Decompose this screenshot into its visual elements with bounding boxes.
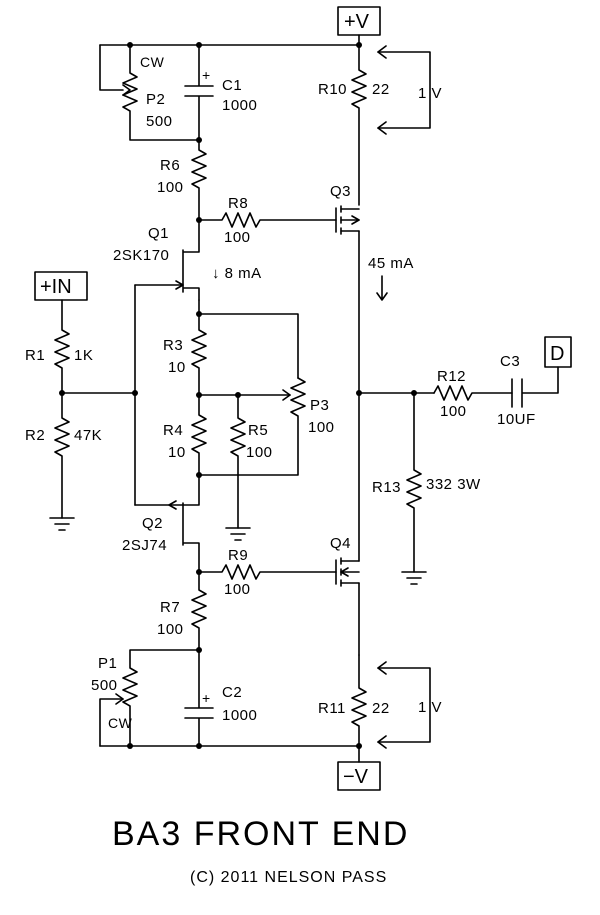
r11-resistor: R11 22 xyxy=(318,654,390,763)
r8-ref: R8 xyxy=(228,195,248,212)
r13-value: 332 3W xyxy=(426,476,481,493)
q1-jfet: Q1 2SK170 xyxy=(113,219,200,301)
r13-resistor: R13 332 3W xyxy=(372,392,481,573)
r4-value: 10 xyxy=(168,444,186,461)
terminal-input-label: +IN xyxy=(40,276,72,298)
ground-r13 xyxy=(401,571,427,585)
terminal-input: +IN xyxy=(34,271,88,301)
voltage-bracket-bottom: 1 V xyxy=(377,661,442,749)
p3-value: 100 xyxy=(308,419,335,436)
c1-capacitor: + C1 1000 xyxy=(184,44,257,141)
r5-value: 100 xyxy=(246,444,273,461)
q3-mosfet: Q3 xyxy=(330,183,360,235)
r6-resistor: R6 100 xyxy=(157,139,207,221)
q1-ref: Q1 xyxy=(148,225,169,242)
q3-ref: Q3 xyxy=(330,183,351,200)
p1-value: 500 xyxy=(91,677,118,694)
r12-ref: R12 xyxy=(437,368,466,385)
r11-ref: R11 xyxy=(318,700,346,717)
r7-resistor: R7 100 xyxy=(157,571,207,651)
r6-ref: R6 xyxy=(160,157,180,174)
q2-ref: Q2 xyxy=(142,515,163,532)
r4-ref: R4 xyxy=(163,422,183,439)
c1-ref: C1 xyxy=(222,77,242,94)
c1-polarity: + xyxy=(202,67,211,83)
r10-ref: R10 xyxy=(318,81,347,98)
voltage-bracket-top: 1 V xyxy=(377,45,442,135)
p3-potentiometer: P3 100 xyxy=(198,377,335,476)
c1-value: 1000 xyxy=(222,97,257,114)
r9-value: 100 xyxy=(224,581,251,598)
r3-value: 10 xyxy=(168,359,186,376)
terminal-output: D xyxy=(544,336,572,368)
p3-ref: P3 xyxy=(310,397,329,414)
c3-ref: C3 xyxy=(500,353,520,370)
r2-ref: R2 xyxy=(25,427,45,444)
r7-ref: R7 xyxy=(160,599,180,616)
r1-value: 1K xyxy=(74,347,93,364)
r12-value: 100 xyxy=(440,403,467,420)
v-top-label: 1 V xyxy=(418,85,442,102)
r1-resistor: R1 1K xyxy=(25,299,93,394)
q1-part: 2SK170 xyxy=(113,247,169,264)
c3-value: 10UF xyxy=(497,411,536,428)
i-out-label: 45 mA xyxy=(368,255,414,272)
p2-value: 500 xyxy=(146,113,173,130)
terminal-vneg: −V xyxy=(337,761,381,791)
r10-value: 22 xyxy=(372,81,390,98)
r2-resistor: R2 47K xyxy=(25,392,102,519)
r9-ref: R9 xyxy=(228,547,248,564)
c2-value: 1000 xyxy=(222,707,257,724)
r5-resistor: R5 100 xyxy=(230,394,273,529)
terminal-vneg-label: −V xyxy=(343,766,369,788)
q2-part: 2SJ74 xyxy=(122,537,167,554)
p1-potentiometer: P1 500 CW xyxy=(91,649,200,747)
p2-potentiometer: CW P2 500 xyxy=(99,44,200,141)
p2-cw: CW xyxy=(140,54,165,70)
terminal-vpos: +V xyxy=(337,6,381,36)
terminal-vpos-label: +V xyxy=(344,11,370,33)
p1-ref: P1 xyxy=(98,655,117,672)
r7-value: 100 xyxy=(157,621,184,638)
c3-capacitor: C3 10UF xyxy=(497,353,559,428)
i-q1-label: ↓ 8 mA xyxy=(212,265,262,282)
r9-resistor: R9 100 xyxy=(198,547,337,598)
r1-ref: R1 xyxy=(25,347,45,364)
r6-value: 100 xyxy=(157,179,184,196)
p1-cw: CW xyxy=(108,715,133,731)
c2-capacitor: + C2 1000 xyxy=(184,649,257,747)
ground-r2 xyxy=(49,517,75,531)
p2-ref: P2 xyxy=(146,91,165,108)
r2-value: 47K xyxy=(74,427,102,444)
c2-ref: C2 xyxy=(222,684,242,701)
diagram-title: BA3 FRONT END xyxy=(112,815,409,853)
r8-resistor: R8 100 xyxy=(198,195,337,246)
r4-resistor: R4 10 xyxy=(163,394,207,476)
q4-ref: Q4 xyxy=(330,535,351,552)
ground-r5 xyxy=(225,527,251,541)
r5-ref: R5 xyxy=(248,422,268,439)
c2-polarity: + xyxy=(202,690,211,706)
r10-resistor: R10 22 xyxy=(318,44,390,206)
r3-ref: R3 xyxy=(163,337,183,354)
q4-mosfet: Q4 xyxy=(330,535,360,587)
r13-ref: R13 xyxy=(372,479,401,496)
r12-resistor: R12 100 xyxy=(433,368,513,420)
v-bot-label: 1 V xyxy=(418,699,442,716)
r8-value: 100 xyxy=(224,229,251,246)
r3-resistor: R3 10 xyxy=(163,313,207,396)
q2-jfet: Q2 2SJ74 xyxy=(122,474,200,573)
copyright: (C) 2011 NELSON PASS xyxy=(190,869,387,886)
r11-value: 22 xyxy=(372,700,390,717)
terminal-output-label: D xyxy=(550,343,564,365)
